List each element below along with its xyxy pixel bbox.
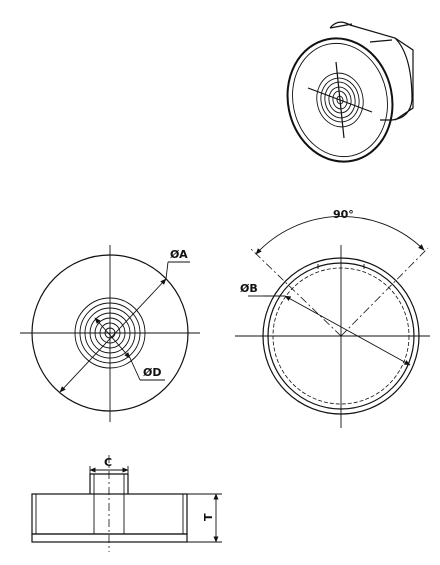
label-angle: 90° [333, 208, 354, 221]
outer-circle [31, 254, 189, 412]
iso-front-face [286, 37, 394, 163]
label-thickness-t: T [202, 513, 215, 521]
outer-rim [262, 257, 420, 415]
label-diameter-d: ØD [143, 366, 161, 379]
base-plate [31, 493, 188, 535]
side-view: C T [31, 455, 222, 552]
base-lip [31, 533, 188, 543]
label-width-c: C [104, 456, 112, 469]
label-diameter-a: ØA [170, 248, 188, 261]
label-diameter-b: ØB [240, 282, 258, 295]
front-view: ØA ØD [20, 245, 200, 422]
isometric-view [286, 21, 414, 163]
back-view: 90° ØB [235, 208, 430, 428]
